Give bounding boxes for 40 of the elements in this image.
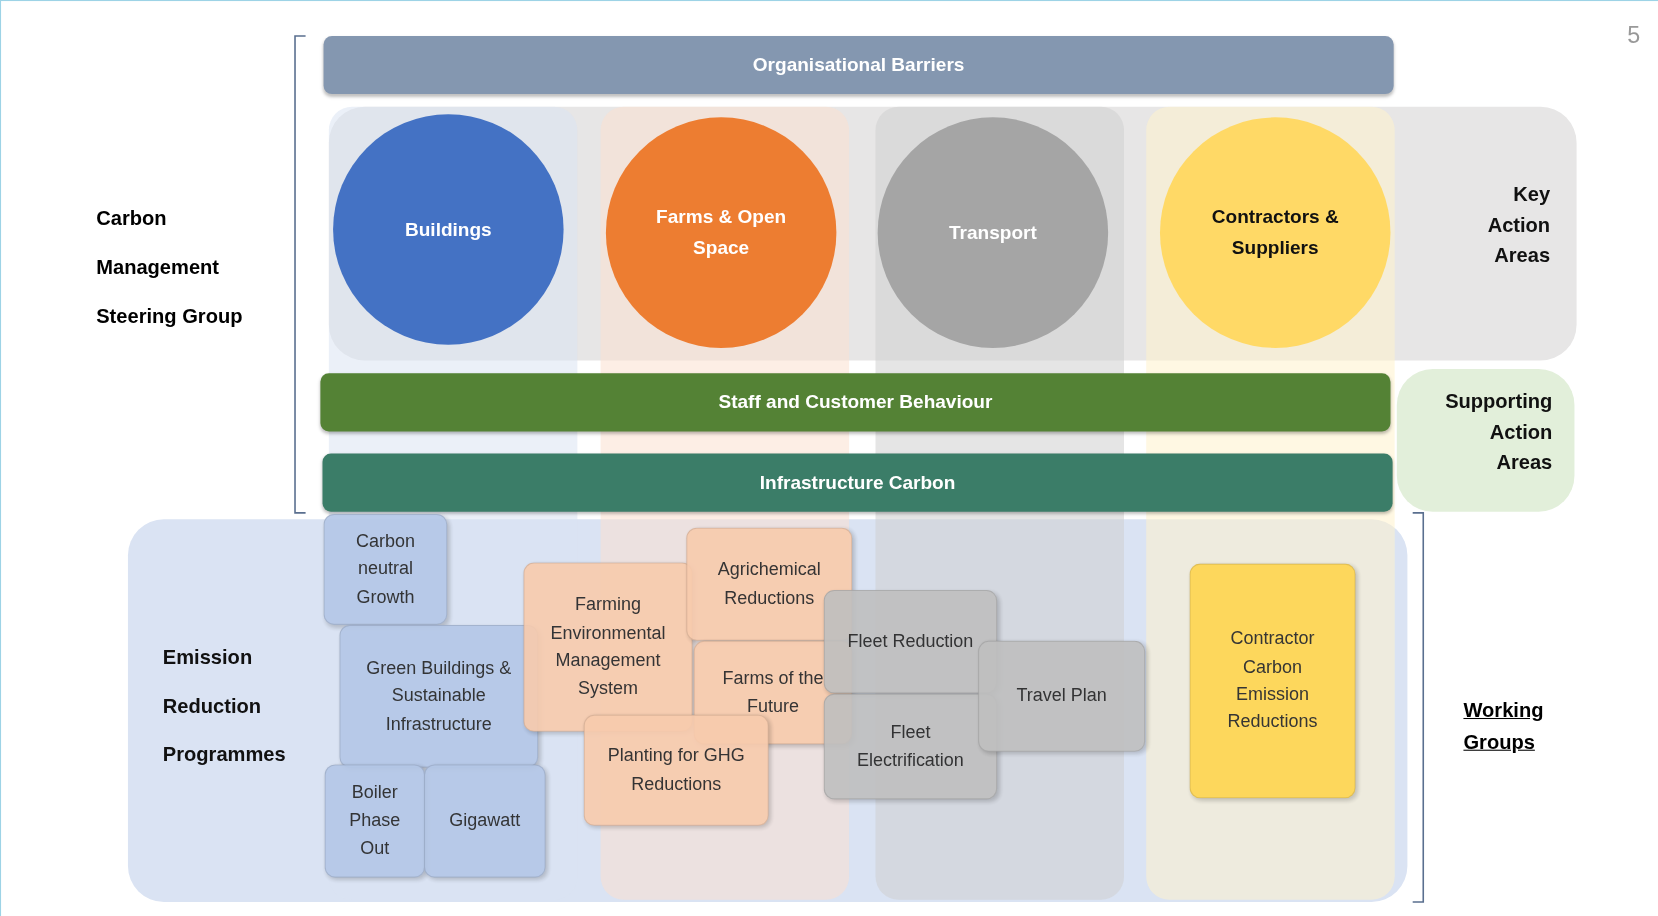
- card-label: Contractor Carbon Emission Reductions: [1226, 627, 1319, 735]
- card-label: Travel Plan: [1016, 684, 1107, 708]
- action-bar: [323, 35, 1394, 95]
- programme-card: [823, 693, 998, 800]
- page-number: 5: [1627, 22, 1642, 50]
- bar-title: Organisational Barriers: [752, 53, 965, 77]
- panel-label: Emission Reduction Programmes: [162, 645, 287, 768]
- action-bar: [322, 453, 1393, 512]
- circle-label: Transport: [949, 220, 1037, 245]
- programme-card: [1189, 563, 1356, 799]
- programme-card: [523, 562, 693, 732]
- card-label: Agrichemical Reductions: [716, 558, 822, 610]
- card-label: Carbon neutral Growth: [354, 529, 416, 609]
- circle-label: Farms & Open Space: [655, 205, 788, 260]
- card-label: Fleet Reduction: [847, 630, 974, 654]
- bar-title: Staff and Customer Behaviour: [718, 391, 993, 414]
- card-label: Boiler Phase Out: [348, 781, 402, 861]
- group-label: Carbon Management Steering Group: [96, 206, 244, 329]
- programme-card: [324, 764, 426, 878]
- programme-card: [339, 624, 539, 768]
- programme-card: [823, 590, 998, 694]
- panel-label: Key Action Areas: [1486, 181, 1551, 269]
- card-label: Planting for GHG Reductions: [606, 744, 746, 796]
- action-bar: [320, 373, 1391, 432]
- card-label: Gigawatt: [449, 809, 521, 833]
- group-label: Working Groups: [1463, 697, 1545, 755]
- card-label: Farms of the Future: [721, 666, 825, 718]
- programme-card: [424, 764, 546, 878]
- card-label: Farming Environmental Management System: [549, 593, 667, 701]
- area-panel: [1396, 369, 1575, 512]
- panel-label: Supporting Action Areas: [1444, 389, 1553, 476]
- bar-title: Infrastructure Carbon: [759, 471, 956, 494]
- programme-card: [583, 714, 769, 826]
- card-label: Fleet Electrification: [855, 720, 965, 772]
- circle-label: Contractors & Suppliers: [1210, 205, 1340, 260]
- card-label: Green Buildings & Sustainable Infrastructure: [365, 656, 513, 736]
- area-panel: [328, 106, 1577, 361]
- programme-card: [323, 513, 448, 625]
- programme-card: [978, 640, 1146, 752]
- circle-label: Buildings: [405, 217, 492, 242]
